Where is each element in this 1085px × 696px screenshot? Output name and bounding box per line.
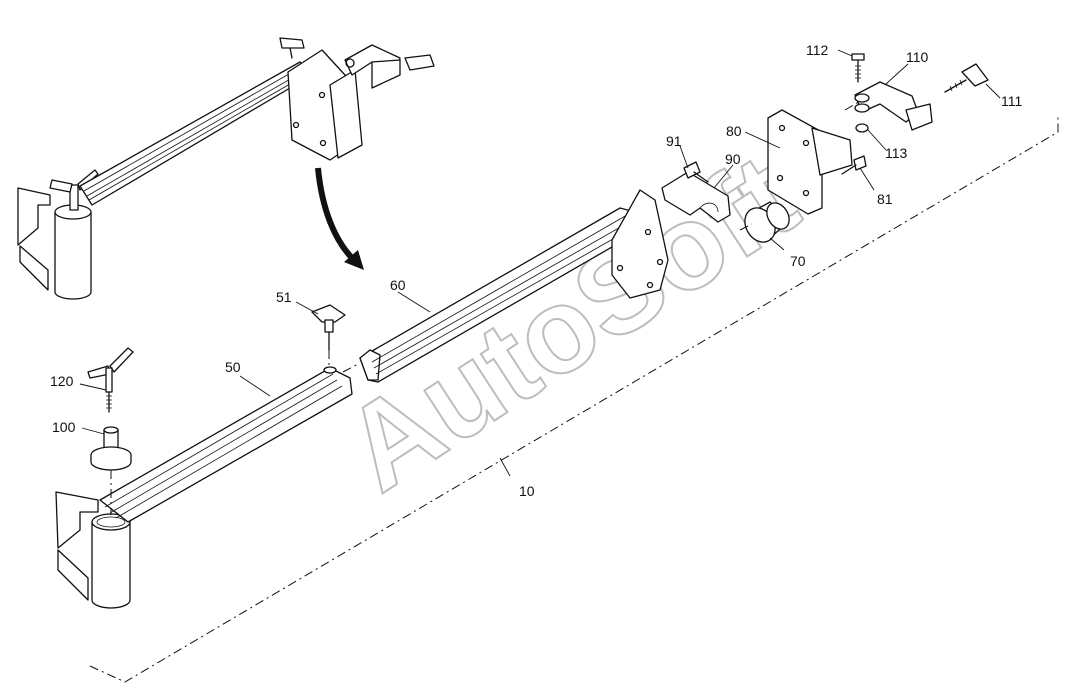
label-112: 112 [806,42,829,58]
part-110-clamp [854,81,933,131]
label-50: 50 [225,359,241,375]
label-91: 91 [666,133,682,149]
part-81-bolt [841,155,867,175]
label-110: 110 [906,49,929,65]
label-100: 100 [52,419,76,435]
part-51-knob [311,304,346,366]
label-120: 120 [50,373,74,389]
part-60-extension [342,189,669,383]
watermark-text: AutoSoft [321,129,819,517]
label-90: 90 [725,151,741,167]
part-labels: 10 50 51 60 70 80 81 90 91 100 110 111 1… [50,42,1022,499]
label-70: 70 [790,253,806,269]
assembly-boundary [89,115,1059,683]
part-91-bolt [683,161,709,183]
assembled-arm-view [17,37,435,300]
part-70-cylinder [739,201,790,243]
label-51: 51 [276,289,292,305]
label-111: 111 [1001,93,1022,109]
label-80: 80 [726,123,742,139]
curved-arrow-icon [315,167,364,270]
part-80-plate [767,99,863,215]
part-120-t-handle [87,347,134,413]
part-50-arm [55,366,353,609]
part-113-nut [855,123,869,133]
part-90-bracket [661,171,731,223]
label-81: 81 [877,191,893,207]
leader-lines [79,49,1001,477]
part-100-bushing [90,426,132,515]
part-112-bolt [851,53,865,83]
label-10: 10 [519,483,535,499]
label-60: 60 [390,277,406,293]
part-111-knob-screw [944,63,989,93]
label-113: 113 [885,145,908,161]
